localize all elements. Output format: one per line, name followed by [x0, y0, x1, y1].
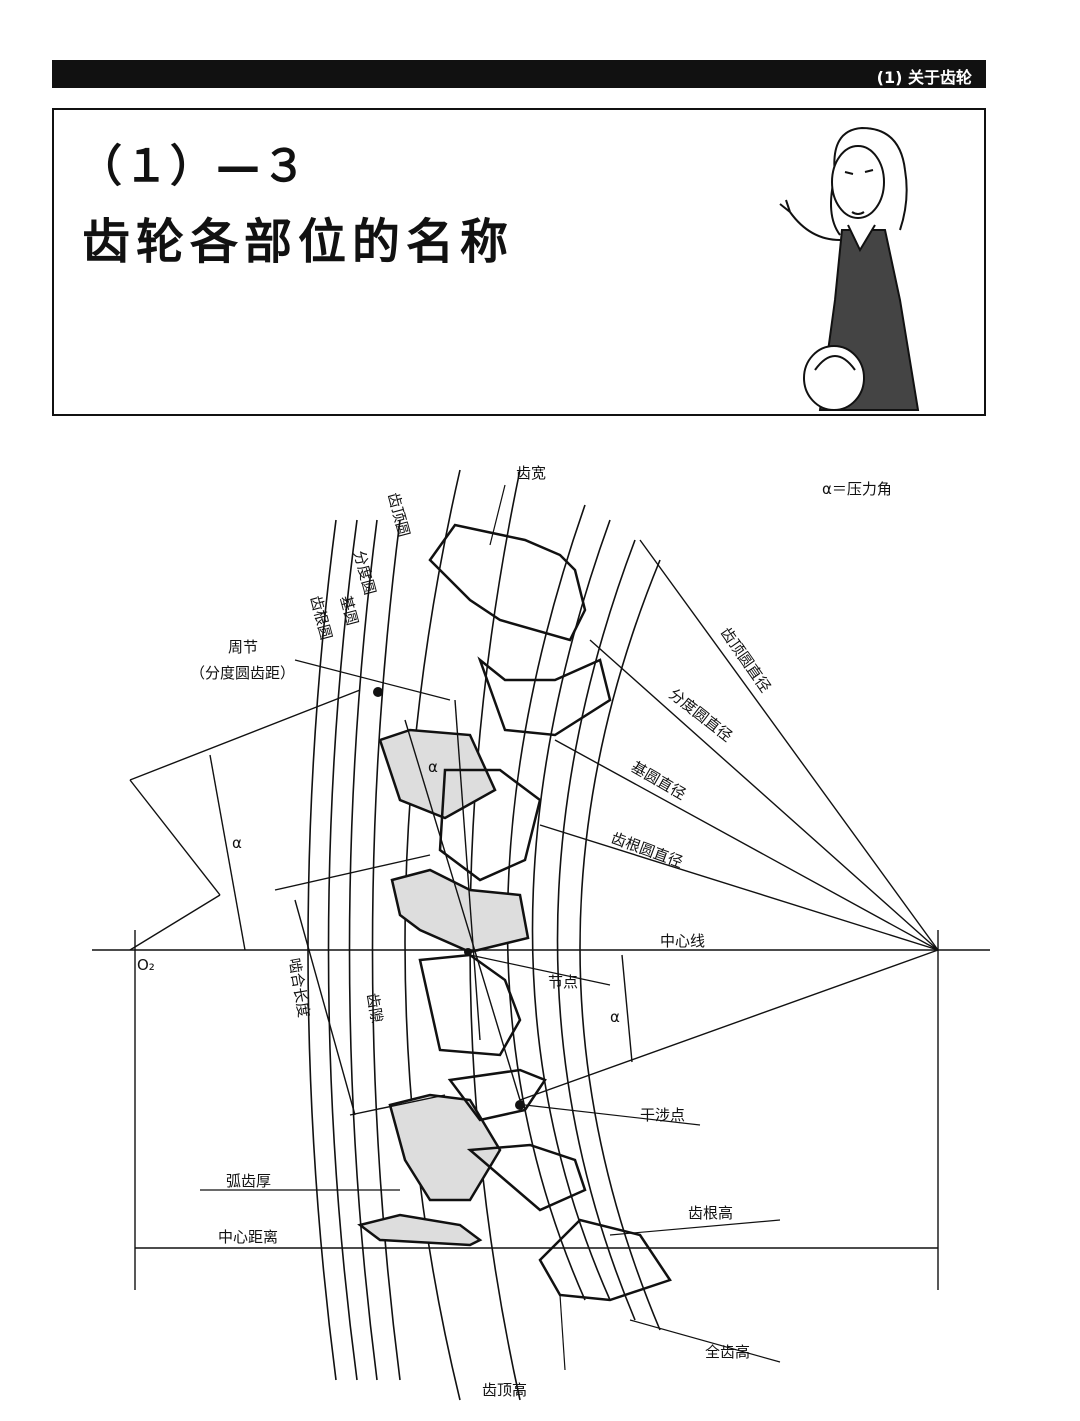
pitch-diameter-line — [589, 639, 939, 951]
arc-8 — [556, 539, 636, 1321]
interference-dot — [515, 1100, 525, 1110]
leader-pitch-point — [469, 954, 611, 986]
leader-addendum — [559, 1294, 566, 1371]
arc-7 — [579, 559, 661, 1331]
label-alpha-right: α — [610, 1008, 620, 1026]
leader-interference — [524, 1104, 701, 1126]
label-interference-point: 干涉点 — [640, 1106, 685, 1124]
tooth-left-4 — [357, 1213, 483, 1247]
pitch-point-dot — [464, 948, 472, 956]
base-diameter-line — [554, 739, 939, 951]
label-dedendum: 齿根高 — [688, 1204, 733, 1222]
label-alpha-left: α — [232, 834, 242, 852]
leader-face-width — [489, 484, 506, 546]
root-diameter-line — [539, 824, 939, 951]
leader-dedendum — [609, 1219, 781, 1236]
label-pitch-circle: 分度圆 — [350, 549, 379, 597]
alpha-arc-left — [209, 754, 246, 951]
leader-lines — [200, 484, 781, 1371]
tip-diameter-line — [639, 539, 939, 951]
circular-pitch-dot — [373, 687, 383, 697]
label-addendum-circle: 齿顶圆 — [384, 491, 413, 539]
label-circular-pitch-sub: （分度圆齿距） — [190, 664, 295, 682]
loa-ext-bot — [349, 1094, 446, 1116]
title-number: （１）—３ — [78, 141, 308, 192]
label-backlash: 齿隙 — [363, 992, 386, 1025]
tooth-right-2 — [477, 656, 612, 737]
tooth-right-3 — [438, 768, 542, 882]
label-addendum: 齿顶高 — [482, 1381, 527, 1399]
label-alpha-upper: α — [428, 758, 438, 776]
label-center-distance: 中心距离 — [218, 1228, 278, 1246]
label-o2: O₂ — [137, 956, 155, 974]
label-pitch-point: 节点 — [548, 973, 578, 991]
section-header-bar: (1) 关于齿轮 — [52, 60, 986, 88]
page-title: 齿轮各部位的名称 — [82, 214, 515, 270]
arc-9 — [531, 519, 611, 1301]
label-whole-depth: 全齿高 — [705, 1343, 750, 1361]
leader-whole-depth — [629, 1319, 781, 1363]
legend-pressure-angle: α＝压力角 — [822, 480, 892, 498]
label-face-width: 齿宽 — [516, 464, 546, 482]
ref-line-vert — [129, 779, 221, 896]
label-root-circle: 齿根圆 — [306, 594, 335, 642]
arc-5 — [404, 469, 461, 1401]
girl-illustration — [779, 126, 920, 411]
label-pitch-diameter: 分度圆直径 — [666, 685, 736, 745]
construction-lines — [92, 539, 990, 1290]
label-center-line: 中心线 — [660, 932, 705, 950]
title-box: （１）—３ 齿轮各部位的名称 — [52, 108, 986, 416]
section-header-text: (1) 关于齿轮 — [876, 68, 972, 87]
tooth-left-2 — [390, 868, 530, 954]
alpha-arc-right — [621, 954, 633, 1063]
line-of-action — [519, 949, 939, 1101]
label-base-circle: 基圆 — [336, 594, 361, 628]
tooth-left-3 — [388, 1093, 502, 1202]
tooth-right-1 — [428, 523, 587, 642]
ref-line-left — [129, 689, 361, 781]
tooth-right-6 — [466, 1143, 587, 1212]
ref-line-diag — [129, 894, 221, 951]
gear-teeth-left — [357, 728, 530, 1247]
leader-circular-pitch — [294, 659, 451, 701]
label-circular-pitch: 周节 — [228, 638, 258, 656]
pressure-line-left — [404, 719, 521, 1101]
label-tooth-thickness: 弧齿厚 — [226, 1172, 271, 1190]
loa-ext-top — [274, 854, 431, 891]
loa-dim — [294, 899, 356, 1116]
tooth-left-1 — [378, 728, 497, 820]
pressure-line-right — [454, 699, 481, 1041]
